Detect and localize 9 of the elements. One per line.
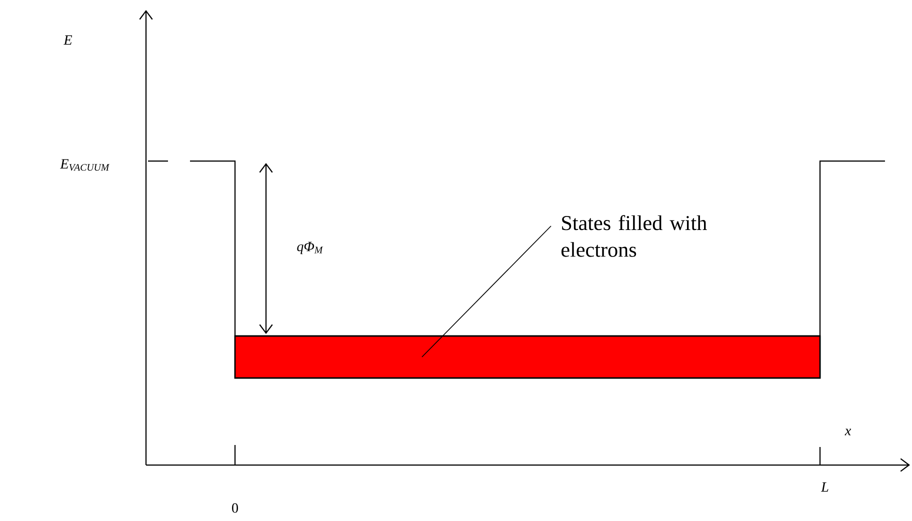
axis-label: x <box>844 428 852 436</box>
tick-label: 0 <box>232 503 238 513</box>
filled-states-band <box>234 335 821 379</box>
leader-line <box>422 226 552 358</box>
tick-label: L <box>820 482 828 492</box>
axis-label: E <box>64 35 72 45</box>
work-function-label: qΦ$_{M}$ <box>297 242 324 254</box>
callout-text: States filled with electrons <box>562 215 707 257</box>
level-label: E$_{VACUUM}$ <box>60 159 110 171</box>
